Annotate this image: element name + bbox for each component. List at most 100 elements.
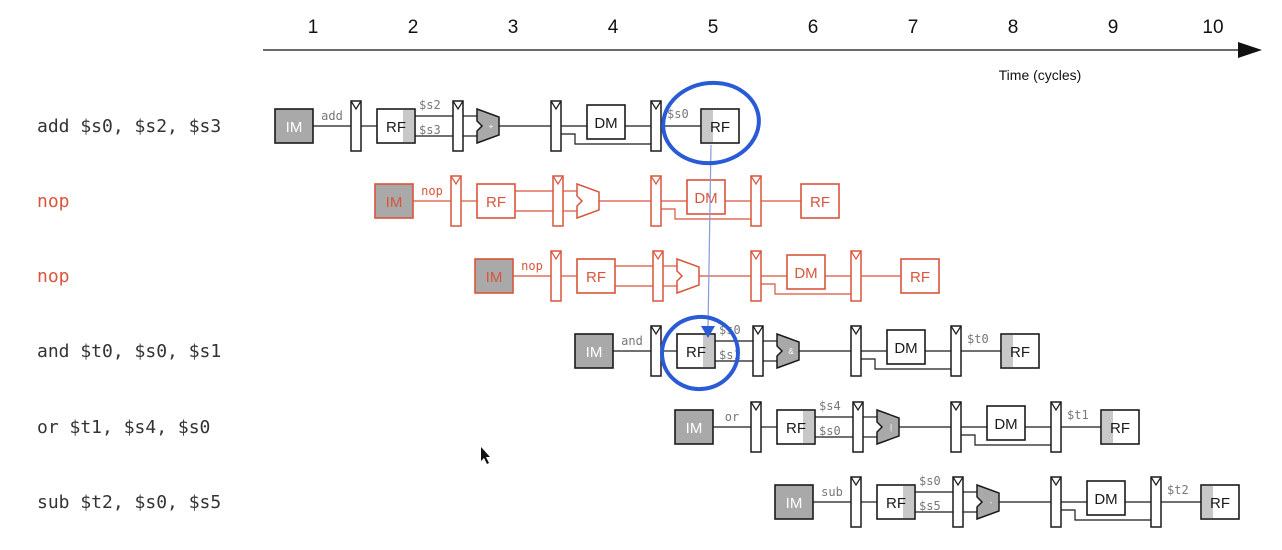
data-memory-box	[986, 405, 1026, 441]
pipeline-register	[750, 250, 762, 302]
data-memory-box	[586, 104, 626, 140]
clock-triangle-icon	[750, 401, 762, 412]
instruction-memory-label: IM	[486, 269, 503, 286]
register-file-shading	[803, 411, 814, 443]
alu-operator: +	[489, 122, 494, 131]
cycle-number: 3	[508, 17, 519, 38]
source-register-label: $s0	[919, 474, 941, 488]
instruction-text: and $t0, $s0, $s1	[37, 341, 221, 362]
cycle-number: 5	[708, 17, 719, 38]
instruction-memory-label: IM	[786, 495, 803, 512]
pipeline-register	[750, 401, 762, 453]
pipeline-register	[852, 401, 864, 453]
clock-triangle-icon	[750, 250, 762, 261]
clock-triangle-icon	[952, 476, 964, 487]
cycle-number: 2	[408, 17, 419, 38]
data-memory-label: DM	[994, 416, 1017, 433]
wire	[661, 208, 751, 220]
pipeline-register	[952, 476, 964, 528]
pipeline-register	[950, 325, 962, 377]
register-file-label: RF	[810, 194, 830, 211]
pipeline-register	[1050, 401, 1062, 453]
clock-triangle-icon	[552, 175, 564, 186]
cycle-number: 9	[1108, 17, 1119, 38]
instruction-memory-label: IM	[286, 119, 303, 136]
alu-shape	[476, 107, 500, 145]
pipeline-register	[850, 250, 862, 302]
cycle-number: 8	[1008, 17, 1019, 38]
source-register-label: $s1	[719, 348, 741, 362]
clock-triangle-icon	[950, 325, 962, 336]
mouse-cursor-icon	[481, 447, 490, 464]
pipeline-register	[752, 325, 764, 377]
clock-triangle-icon	[650, 175, 662, 186]
alu-shape	[776, 332, 800, 370]
register-file-shading	[403, 110, 414, 142]
opcode-label: add	[321, 109, 343, 123]
instruction-text: nop	[37, 266, 70, 287]
register-file-label: RF	[786, 420, 806, 437]
register-file-shading	[1002, 335, 1013, 367]
alu-operator: -	[990, 498, 993, 507]
source-register-label: $s2	[419, 98, 441, 112]
clock-triangle-icon	[752, 325, 764, 336]
instruction-memory-box	[274, 108, 314, 144]
pipeline-register	[552, 175, 564, 227]
register-file-label: RF	[686, 344, 706, 361]
register-file-label: RF	[586, 269, 606, 286]
clock-triangle-icon	[850, 476, 862, 487]
alu-shape	[976, 483, 1000, 521]
dest-register-label: $t1	[1067, 408, 1089, 422]
register-file-label: RF	[710, 119, 730, 136]
pipeline-register	[650, 175, 662, 227]
register-file-label: RF	[1110, 420, 1130, 437]
data-memory-label: DM	[1094, 491, 1117, 508]
cycle-number: 4	[608, 17, 619, 38]
source-register-label: $s5	[919, 499, 941, 513]
wire	[861, 358, 951, 370]
instruction-memory-box	[374, 183, 414, 219]
cycle-number: 7	[908, 17, 919, 38]
register-file-label: RF	[886, 495, 906, 512]
cycle-number: 10	[1202, 17, 1223, 38]
register-file-label: RF	[386, 119, 406, 136]
instruction-memory-label: IM	[586, 344, 603, 361]
dest-register-label: $t0	[967, 332, 989, 346]
register-file-label: RF	[1010, 344, 1030, 361]
highlight-circle	[660, 314, 740, 392]
opcode-label: and	[621, 334, 643, 348]
data-memory-label: DM	[894, 340, 917, 357]
instruction-memory-box	[774, 484, 814, 520]
clock-triangle-icon	[652, 250, 664, 261]
pipeline-register	[652, 250, 664, 302]
dependency-arrow-icon	[701, 326, 715, 338]
clock-triangle-icon	[1050, 476, 1062, 487]
register-file-label: RF	[1210, 495, 1230, 512]
dest-register-label: $s0	[667, 107, 689, 121]
clock-triangle-icon	[550, 250, 562, 261]
source-register-label: $s4	[819, 399, 841, 413]
clock-triangle-icon	[650, 325, 662, 336]
pipeline-register	[452, 100, 464, 152]
cycle-number: 1	[308, 17, 319, 38]
pipeline-register	[550, 100, 562, 152]
dest-register-label: $t2	[1167, 483, 1189, 497]
instruction-memory-label: IM	[386, 194, 403, 211]
register-file-shading	[903, 486, 914, 518]
register-file-shading	[1102, 411, 1113, 443]
clock-triangle-icon	[750, 175, 762, 186]
wire	[961, 434, 1051, 446]
pipeline-register	[750, 175, 762, 227]
instruction-memory-box	[574, 333, 614, 369]
hazard-annotations	[481, 80, 761, 464]
dependency-line	[707, 144, 712, 329]
clock-triangle-icon	[350, 100, 362, 111]
clock-triangle-icon	[452, 100, 464, 111]
axis-label: Time (cycles)	[999, 67, 1082, 83]
